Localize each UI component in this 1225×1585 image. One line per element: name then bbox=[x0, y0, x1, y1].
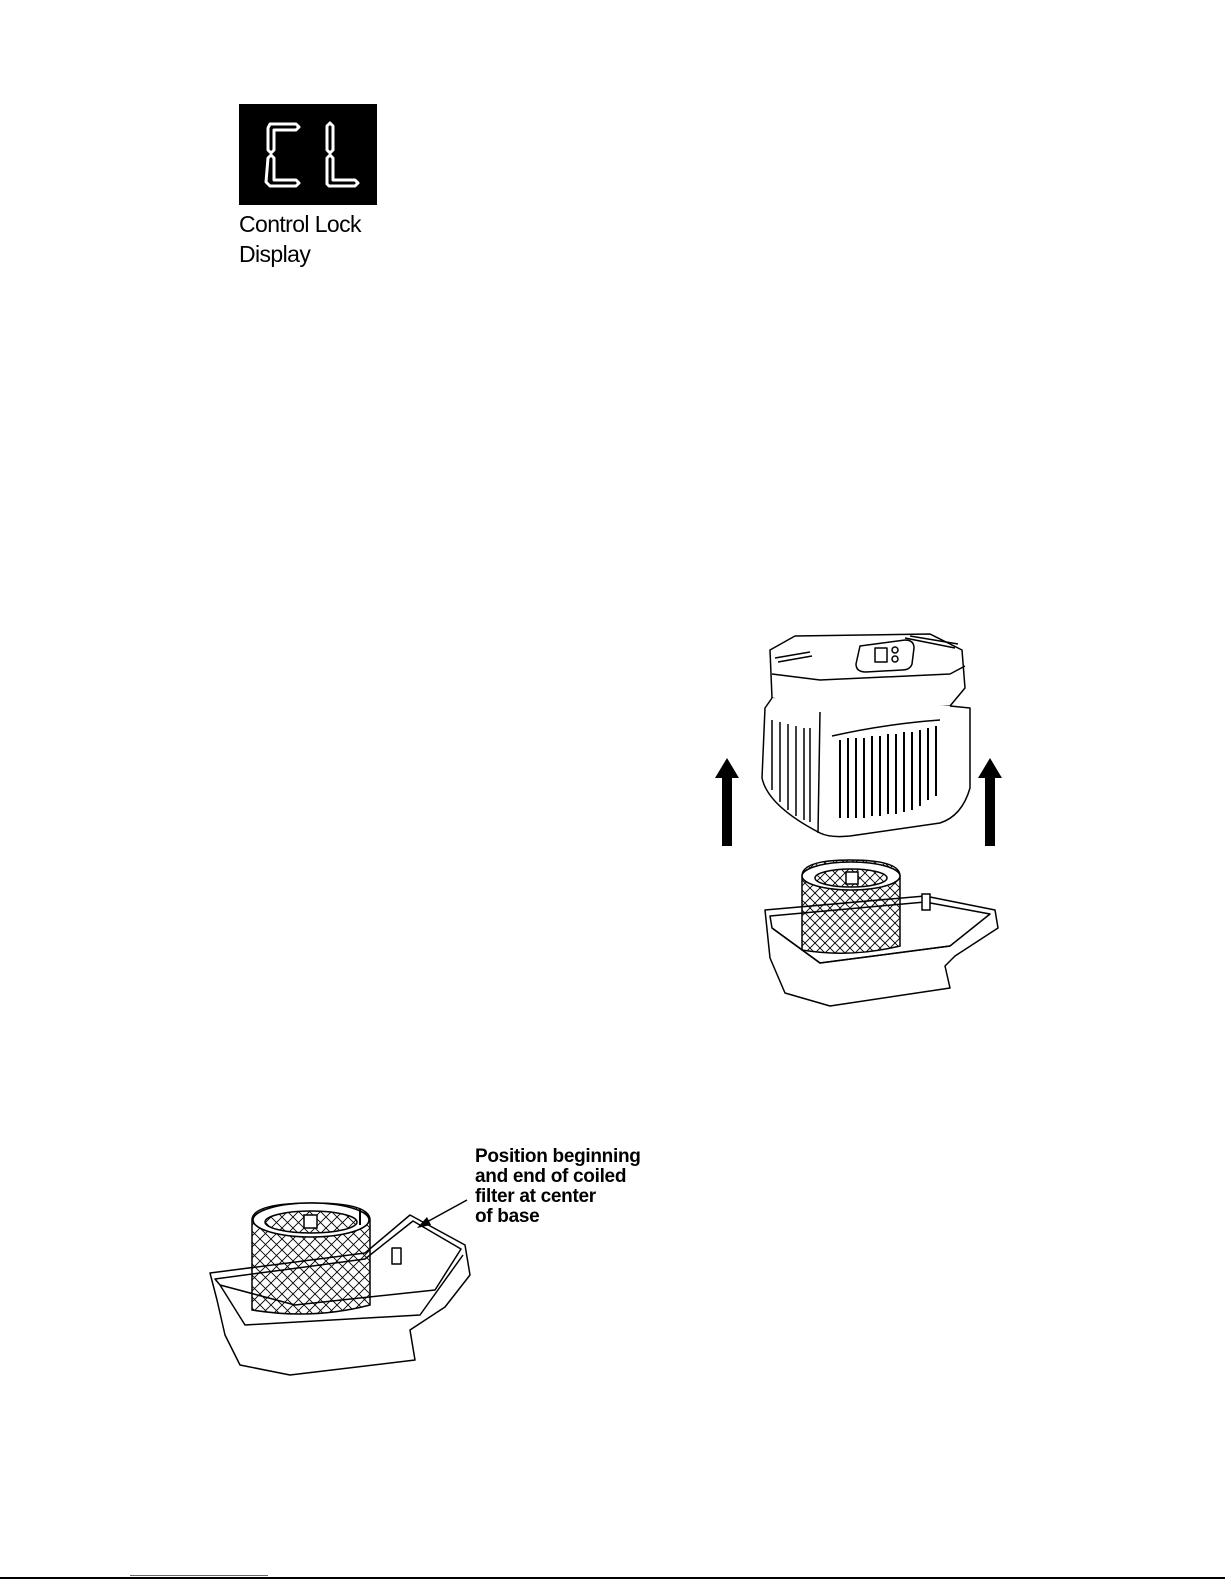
caption-line-1: Control Lock bbox=[239, 209, 361, 239]
filter-position-illustration bbox=[205, 1195, 485, 1380]
cl-segment-glyph bbox=[239, 104, 377, 205]
callout-arrow bbox=[417, 1200, 467, 1228]
humidifier-lift-illustration bbox=[700, 628, 1030, 1013]
up-arrow-right bbox=[978, 758, 1002, 846]
callout-line-2: and end of coiled bbox=[475, 1167, 641, 1187]
callout-line-4: of base bbox=[475, 1207, 641, 1227]
page-bottom-rule bbox=[0, 1577, 1225, 1579]
coiled-filter bbox=[802, 860, 900, 953]
control-lock-display bbox=[239, 104, 377, 205]
caption-line-2: Display bbox=[239, 239, 361, 269]
link-underline bbox=[130, 1575, 268, 1576]
float-post bbox=[392, 1248, 401, 1264]
callout-line-1: Position beginning bbox=[475, 1147, 641, 1167]
float-post bbox=[922, 894, 930, 910]
callout-line-3: filter at center bbox=[475, 1187, 641, 1207]
filter-position-callout: Position beginning and end of coiled fil… bbox=[475, 1147, 641, 1227]
humidifier-body bbox=[762, 698, 970, 837]
up-arrow-left bbox=[715, 758, 739, 846]
coiled-filter bbox=[252, 1203, 370, 1314]
control-lock-caption: Control Lock Display bbox=[239, 209, 361, 269]
